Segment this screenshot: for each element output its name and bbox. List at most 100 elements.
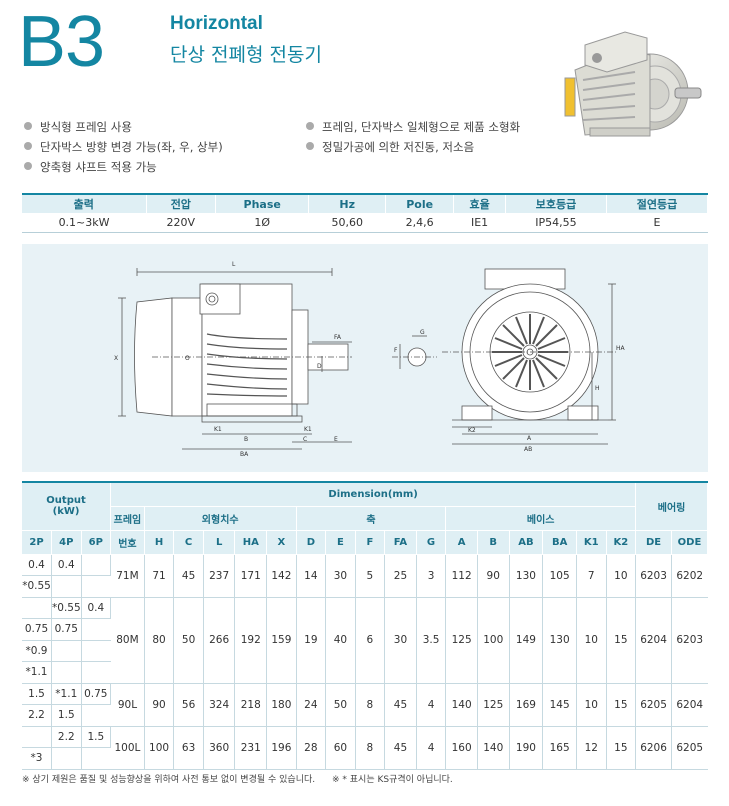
output-cell bbox=[51, 575, 82, 598]
table-row: *0.9 bbox=[22, 640, 708, 662]
dimension-cell: 324 bbox=[203, 683, 236, 727]
dimension-cell: 140 bbox=[445, 683, 478, 727]
dimension-cell: 80 bbox=[144, 597, 175, 684]
dimension-cell: 159 bbox=[266, 597, 297, 684]
column-header: FA bbox=[384, 530, 417, 555]
dimension-cell: 3 bbox=[416, 554, 447, 598]
spec-header: 효율 bbox=[453, 193, 506, 213]
dimension-cell: 8 bbox=[355, 726, 386, 770]
column-header: DE bbox=[635, 530, 672, 555]
column-header: G bbox=[416, 530, 447, 555]
frame-cell: 71M bbox=[110, 554, 145, 598]
output-cell: 0.4 bbox=[22, 554, 53, 576]
dimension-cell: 4 bbox=[416, 683, 447, 727]
dimension-cell: 266 bbox=[203, 597, 236, 684]
column-header: HA bbox=[234, 530, 268, 555]
output-cell bbox=[81, 747, 111, 770]
dimension-cell: 25 bbox=[384, 554, 417, 598]
spec-header: 출력 bbox=[22, 193, 147, 213]
dimension-cell: 15 bbox=[606, 683, 637, 727]
table-row: *3 bbox=[22, 747, 708, 770]
feature-list-left: 방식형 프레임 사용 단자박스 방향 변경 가능(좌, 우, 상부) 양축형 샤… bbox=[24, 118, 223, 178]
column-header: F bbox=[355, 530, 386, 555]
dimension-cell: 30 bbox=[384, 597, 417, 684]
output-cell bbox=[22, 597, 53, 619]
column-header: K2 bbox=[606, 530, 637, 555]
dimension-cell: 100 bbox=[477, 597, 510, 684]
dimension-cell: 360 bbox=[203, 726, 236, 770]
dimension-cell: 5 bbox=[355, 554, 386, 598]
output-cell: 0.4 bbox=[81, 597, 112, 619]
output-cell: 0.4 bbox=[51, 554, 82, 576]
spec-value: 2,4,6 bbox=[385, 213, 454, 233]
dimension-cell: 19 bbox=[296, 597, 327, 684]
output-cell: *1.1 bbox=[22, 661, 53, 684]
dimension-cell: 50 bbox=[325, 683, 356, 727]
dimension-header: Dimension(mm) bbox=[110, 481, 637, 507]
dimension-cell: 30 bbox=[325, 554, 356, 598]
output-cell bbox=[81, 575, 111, 598]
label-BA: BA bbox=[240, 451, 249, 458]
dimension-cell: 130 bbox=[509, 554, 544, 598]
shaft-header: 축 bbox=[296, 506, 447, 531]
bullet-icon bbox=[306, 142, 314, 150]
footnote: ※ 상기 제원은 품질 및 성능향상을 위하여 사전 통보 없이 변경될 수 있… bbox=[22, 772, 467, 785]
column-header: AB bbox=[509, 530, 544, 555]
bullet-icon bbox=[24, 142, 32, 150]
column-header: 2P bbox=[22, 530, 53, 555]
spec-value: E bbox=[606, 213, 708, 233]
spec-header: 절연등급 bbox=[606, 193, 709, 213]
dimension-cell: 190 bbox=[509, 726, 544, 770]
frame-header: 프레임 bbox=[110, 506, 145, 531]
output-cell bbox=[81, 661, 111, 684]
dimension-cell: 125 bbox=[445, 597, 478, 684]
output-cell: *1.1 bbox=[51, 683, 82, 705]
spec-value: IP54,55 bbox=[505, 213, 607, 233]
feature-item: 정밀가공에 의한 저진동, 저소음 bbox=[306, 138, 520, 158]
label-K1-right: K1 bbox=[304, 426, 312, 433]
dimension-drawing: L X O K1 K1 B BA C E FA D F G HA H K2 A … bbox=[22, 244, 708, 472]
column-header: H bbox=[144, 530, 175, 555]
column-header: L bbox=[203, 530, 236, 555]
dimension-cell: 6203 bbox=[671, 597, 708, 684]
motor-photo-icon bbox=[564, 31, 702, 137]
label-E: E bbox=[334, 436, 338, 443]
output-cell: 0.75 bbox=[51, 618, 82, 641]
spec-value: 1Ø bbox=[215, 213, 309, 233]
dimension-cell: 63 bbox=[173, 726, 204, 770]
column-header: K1 bbox=[576, 530, 607, 555]
label-G: G bbox=[420, 329, 425, 336]
dimension-cell: 105 bbox=[542, 554, 578, 598]
dimension-cell: 56 bbox=[173, 683, 204, 727]
title-english: Horizontal bbox=[170, 13, 263, 34]
dimension-cell: 10 bbox=[576, 683, 607, 727]
column-header: BA bbox=[542, 530, 578, 555]
output-cell: 0.75 bbox=[81, 683, 112, 705]
dimension-cell: 50 bbox=[173, 597, 204, 684]
output-cell: *0.55 bbox=[51, 597, 82, 619]
bearing-header: 베어링 bbox=[635, 481, 708, 531]
label-F: F bbox=[394, 347, 398, 354]
label-H: H bbox=[595, 385, 600, 392]
dimension-cell: 142 bbox=[266, 554, 297, 598]
dimension-cell: 10 bbox=[606, 554, 637, 598]
dimension-cell: 218 bbox=[234, 683, 268, 727]
output-cell: 2.2 bbox=[51, 726, 82, 748]
feature-item: 양축형 샤프트 적용 가능 bbox=[24, 158, 223, 178]
model-code: B3 bbox=[18, 2, 105, 82]
dimension-cell: 6203 bbox=[635, 554, 672, 598]
spec-value: 220V bbox=[146, 213, 216, 233]
spec-header: Phase bbox=[215, 193, 310, 213]
dimension-cell: 60 bbox=[325, 726, 356, 770]
dimension-cell: 130 bbox=[542, 597, 578, 684]
feature-item: 프레임, 단자박스 일체형으로 제품 소형화 bbox=[306, 118, 520, 138]
output-cell bbox=[81, 704, 111, 727]
output-cell: 0.75 bbox=[22, 618, 53, 641]
label-O: O bbox=[185, 355, 190, 362]
base-header: 베이스 bbox=[445, 506, 637, 531]
dimension-cell: 6206 bbox=[635, 726, 672, 770]
